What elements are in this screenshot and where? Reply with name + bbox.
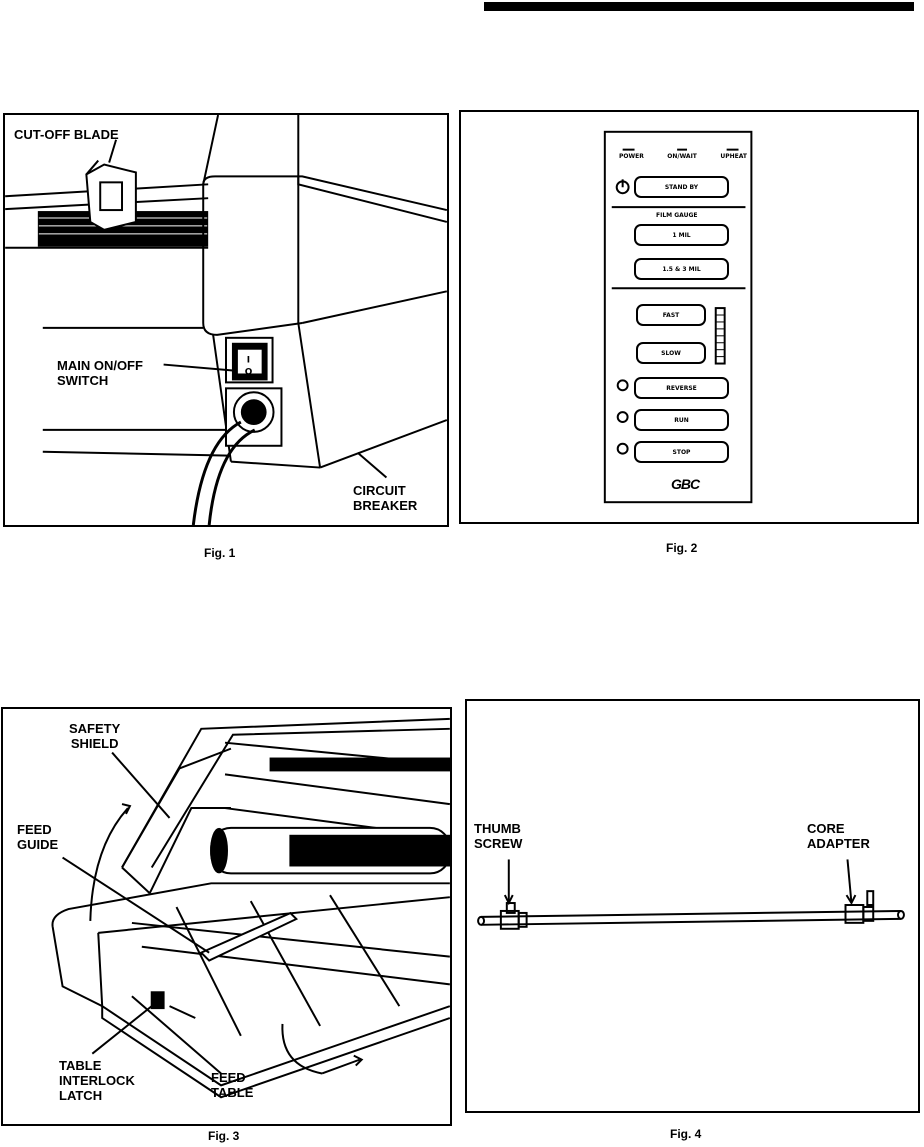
core-adapter-label: CORE ADAPTER [807, 821, 870, 851]
figure-2-caption: Fig. 2 [666, 541, 698, 555]
panel-button-slow[interactable]: SLOW [636, 342, 706, 364]
status-label-wait: ON/WAIT [667, 153, 697, 160]
laminator-side-illustration: I O [5, 115, 447, 525]
panel-button-reverse[interactable]: REVERSE [634, 377, 729, 399]
panel-button-standby[interactable]: STAND BY [634, 176, 729, 198]
figure-4-caption: Fig. 4 [670, 1127, 702, 1141]
figure-1-panel: I O CUT-OFF BLADE MAIN ON/OFF SWITCH CIR… [3, 113, 449, 527]
core-shaft-illustration [477, 859, 905, 930]
switch-on-mark: I [247, 356, 250, 366]
thumb-screw-label: THUMB SCREW [474, 821, 523, 851]
table-interlock-latch-label: TABLE INTERLOCK LATCH [59, 1058, 135, 1103]
panel-button-stop[interactable]: STOP [634, 441, 729, 463]
cutoff-blade-label: CUT-OFF BLADE [14, 127, 119, 142]
feed-guide-label: FEED GUIDE [17, 822, 59, 852]
figure-4-panel: THUMB SCREW CORE ADAPTER [465, 699, 920, 1113]
gbc-logo: GBC [671, 476, 700, 492]
figure-2-panel: POWER ON/WAIT UPHEAT FILM GAUGE STAND BY… [459, 110, 919, 524]
circuit-breaker-label: CIRCUIT BREAKER [353, 483, 418, 513]
laminator-front-illustration [51, 717, 450, 1099]
figure-3-panel: SAFETY SHIELD FEED GUIDE TABLE INTERLOCK… [1, 707, 452, 1126]
main-switch-label: MAIN ON/OFF SWITCH [57, 358, 143, 388]
control-panel-illustration [603, 130, 753, 504]
figure-1-caption: Fig. 1 [204, 546, 236, 560]
panel-button-fast[interactable]: FAST [636, 304, 706, 326]
panel-button-run[interactable]: RUN [634, 409, 729, 431]
film-gauge-label: FILM GAUGE [656, 212, 698, 219]
header-rule [484, 2, 914, 11]
panel-button-1mil[interactable]: 1 MIL [634, 224, 729, 246]
panel-button-1-5-3mil[interactable]: 1.5 & 3 MIL [634, 258, 729, 280]
figure-3-caption: Fig. 3 [208, 1129, 240, 1143]
feed-table-label: FEED TABLE [211, 1070, 254, 1100]
switch-off-mark: O [245, 367, 253, 377]
status-label-row: POWER ON/WAIT UPHEAT [619, 153, 747, 160]
status-label-power: POWER [619, 153, 644, 160]
status-label-upheat: UPHEAT [720, 153, 747, 160]
safety-shield-label: SAFETY SHIELD [69, 721, 121, 751]
